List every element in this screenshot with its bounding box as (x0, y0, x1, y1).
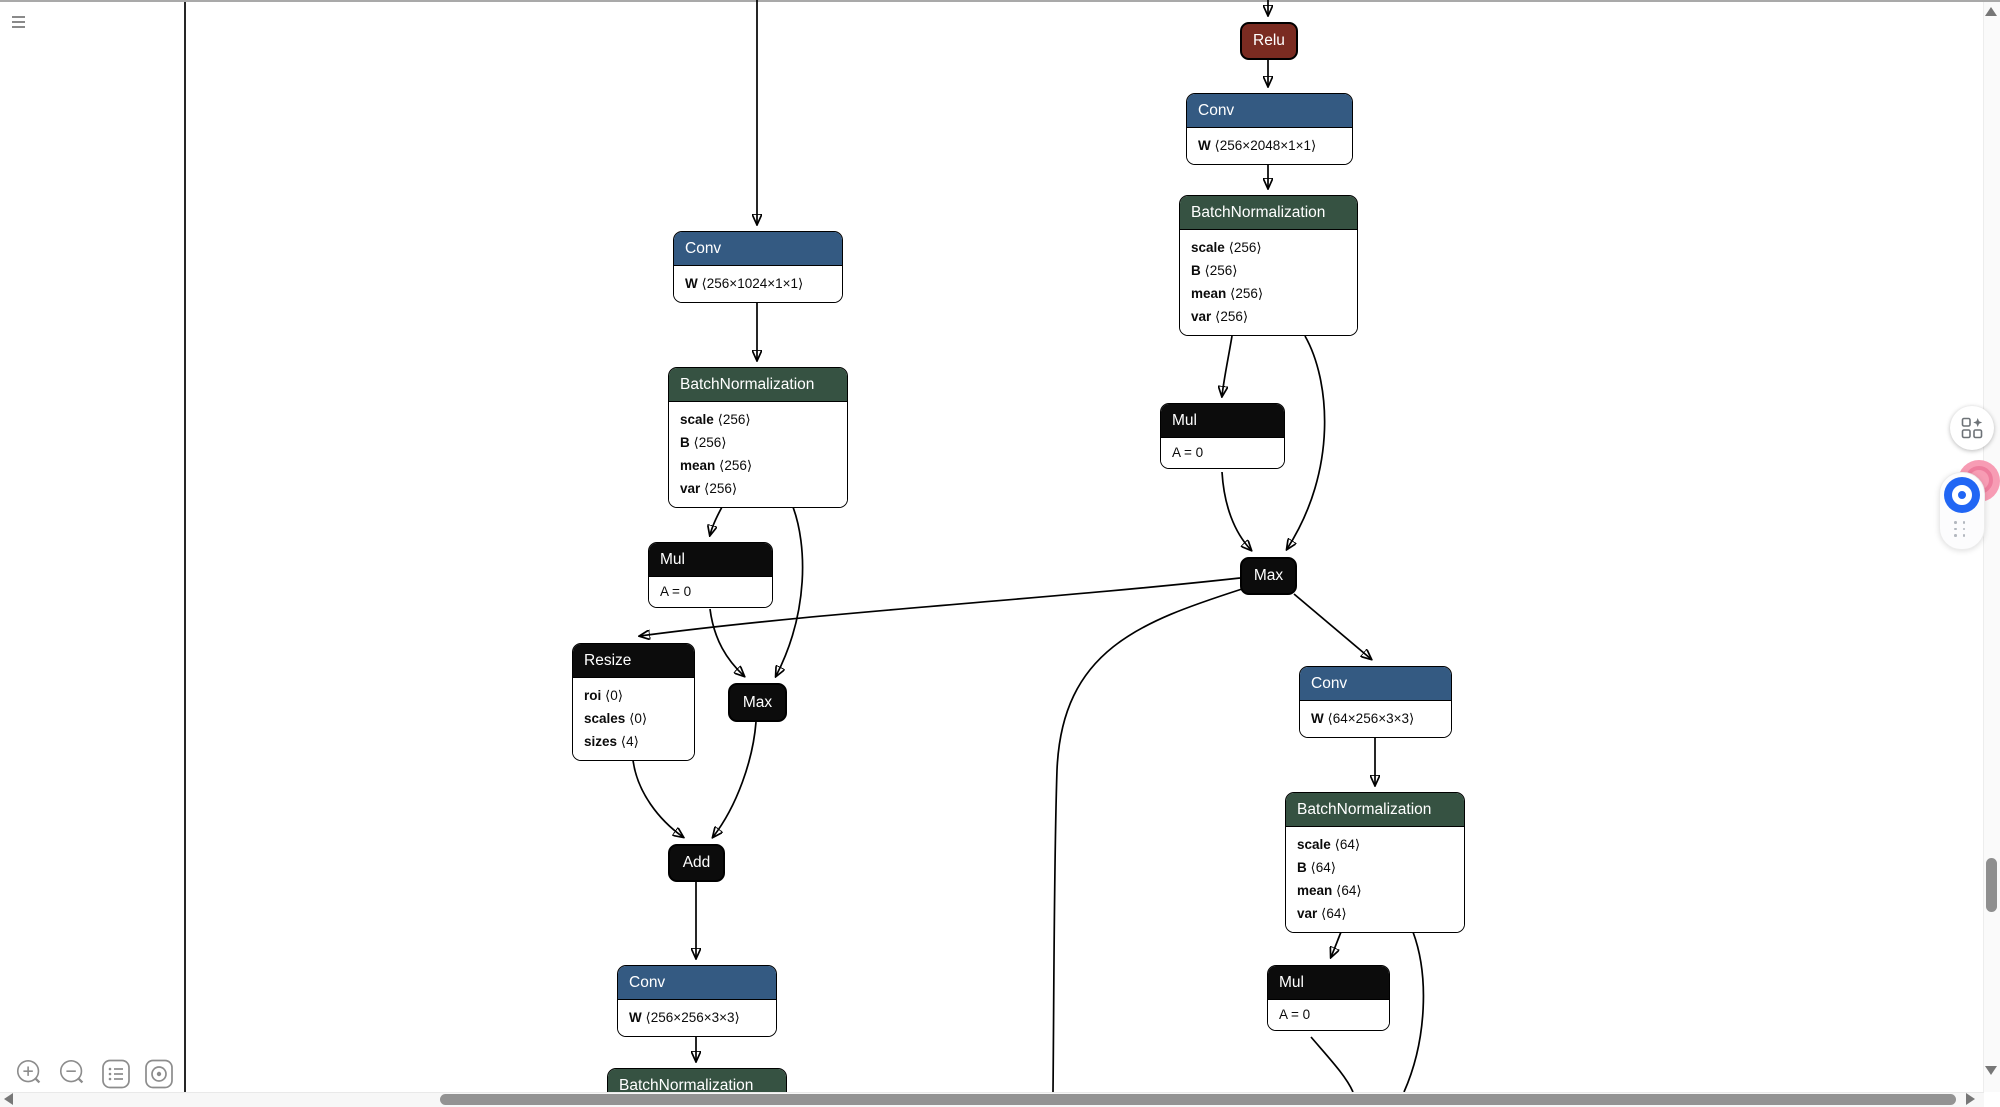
node-header: Conv (1187, 94, 1352, 128)
node-param: var ⟨256⟩ (1191, 309, 1249, 324)
vertical-scrollbar-track[interactable] (1983, 2, 2000, 1092)
node-param: mean ⟨256⟩ (1191, 286, 1264, 301)
graph-edge (640, 577, 1241, 636)
node-param: W ⟨64×256×3×3⟩ (1311, 711, 1415, 726)
node-param: A = 0 (660, 584, 692, 599)
node-title: Relu (1253, 32, 1285, 49)
node-header: Conv (618, 966, 776, 1000)
node-param: mean ⟨256⟩ (680, 458, 753, 473)
node-batchnorm-p5[interactable]: BatchNormalization scale ⟨256⟩ B ⟨256⟩ m… (1179, 195, 1358, 336)
node-param: A = 0 (1172, 445, 1204, 460)
vertical-scrollbar-thumb[interactable] (1986, 858, 1997, 912)
hamburger-icon (12, 16, 25, 18)
node-conv-c4[interactable]: Conv W ⟨256×1024×1×1⟩ (673, 231, 843, 303)
graph-edge (1221, 471, 1251, 550)
canvas-toolbar (14, 1058, 175, 1090)
node-param: scale ⟨256⟩ (680, 412, 751, 427)
graph-edge (1310, 1036, 1354, 1093)
node-param: var ⟨64⟩ (1297, 906, 1347, 921)
node-param: B ⟨256⟩ (680, 435, 727, 450)
node-param: scale ⟨64⟩ (1297, 837, 1361, 852)
node-param: var ⟨256⟩ (680, 481, 738, 496)
node-mul-head[interactable]: Mul A = 0 (1267, 965, 1390, 1031)
horizontal-scrollbar-thumb[interactable] (440, 1094, 1956, 1105)
zoom-out-button[interactable] (57, 1058, 89, 1090)
assistant-pill[interactable] (1939, 472, 1985, 550)
graph-edge (1293, 593, 1371, 659)
scroll-right-arrow[interactable] (1966, 1093, 1975, 1105)
zoom-in-button[interactable] (14, 1058, 46, 1090)
scroll-up-arrow[interactable] (1985, 7, 1997, 16)
menu-button[interactable] (12, 16, 26, 29)
zoom-out-icon (59, 1060, 84, 1084)
node-header: Mul (649, 543, 772, 577)
extension-grid-sparkle-button[interactable] (1950, 406, 1994, 450)
node-param: sizes ⟨4⟩ (584, 734, 639, 749)
drag-handle-icon[interactable] (1954, 521, 1965, 537)
node-header: BatchNormalization (1286, 793, 1464, 827)
node-batchnorm-c4[interactable]: BatchNormalization scale ⟨256⟩ B ⟨256⟩ m… (668, 367, 848, 508)
node-param: scales ⟨0⟩ (584, 711, 648, 726)
graph-edge (776, 506, 804, 676)
graph-edge (1403, 931, 1425, 1093)
hamburger-icon (12, 21, 25, 23)
node-add[interactable]: Add (668, 844, 725, 882)
node-mul-c4[interactable]: Mul A = 0 (648, 542, 773, 608)
node-param: B ⟨256⟩ (1191, 263, 1238, 278)
node-conv-p5[interactable]: Conv W ⟨256×2048×1×1⟩ (1186, 93, 1353, 165)
zoom-in-icon (16, 1060, 41, 1084)
node-relu[interactable]: Relu (1240, 22, 1298, 60)
node-param: roi ⟨0⟩ (584, 688, 624, 703)
node-conv-p4[interactable]: Conv W ⟨256×256×3×3⟩ (617, 965, 777, 1037)
graph-edge (632, 759, 683, 837)
node-header: Mul (1268, 966, 1389, 1000)
node-resize[interactable]: Resize roi ⟨0⟩ scales ⟨0⟩ sizes ⟨4⟩ (572, 643, 695, 761)
node-param: scale ⟨256⟩ (1191, 240, 1262, 255)
hamburger-icon (12, 26, 25, 28)
node-max-c4[interactable]: Max (728, 683, 787, 722)
target-icon (145, 1059, 173, 1089)
node-header: BatchNormalization (669, 368, 847, 402)
node-param: W ⟨256×256×3×3⟩ (629, 1010, 740, 1025)
graph-edge (1287, 335, 1326, 549)
node-title: Max (742, 693, 773, 711)
node-header: Mul (1161, 404, 1284, 438)
node-title: Max (1253, 567, 1284, 584)
node-header: BatchNormalization (1180, 196, 1357, 230)
assistant-logo-icon[interactable] (1944, 477, 1980, 513)
node-header: Conv (1300, 667, 1451, 701)
graph-edge (1331, 931, 1342, 957)
model-properties-button[interactable] (100, 1058, 132, 1090)
locate-button[interactable] (143, 1058, 175, 1090)
graph-edge (709, 608, 744, 676)
node-mul-p5[interactable]: Mul A = 0 (1160, 403, 1285, 469)
node-batchnorm-head[interactable]: BatchNormalization scale ⟨64⟩ B ⟨64⟩ mea… (1285, 792, 1465, 933)
node-param: B ⟨64⟩ (1297, 860, 1337, 875)
node-title: Add (682, 854, 711, 871)
scroll-left-arrow[interactable] (4, 1093, 13, 1105)
node-header: Resize (573, 644, 694, 678)
grid-sparkle-icon (1961, 417, 1983, 439)
graph-edge (710, 506, 723, 535)
node-param: A = 0 (1279, 1007, 1311, 1022)
graph-edge (1222, 335, 1233, 396)
node-param: mean ⟨64⟩ (1297, 883, 1362, 898)
node-param: W ⟨256×1024×1×1⟩ (685, 276, 804, 291)
graph-edge (1052, 588, 1243, 1093)
graph-edge (713, 721, 757, 837)
top-border (0, 0, 2000, 2)
node-param: W ⟨256×2048×1×1⟩ (1198, 138, 1317, 153)
list-icon (102, 1059, 130, 1089)
node-conv-head[interactable]: Conv W ⟨64×256×3×3⟩ (1299, 666, 1452, 738)
node-max-p5[interactable]: Max (1240, 557, 1297, 595)
scroll-down-arrow[interactable] (1985, 1066, 1997, 1075)
node-header: Conv (674, 232, 842, 266)
